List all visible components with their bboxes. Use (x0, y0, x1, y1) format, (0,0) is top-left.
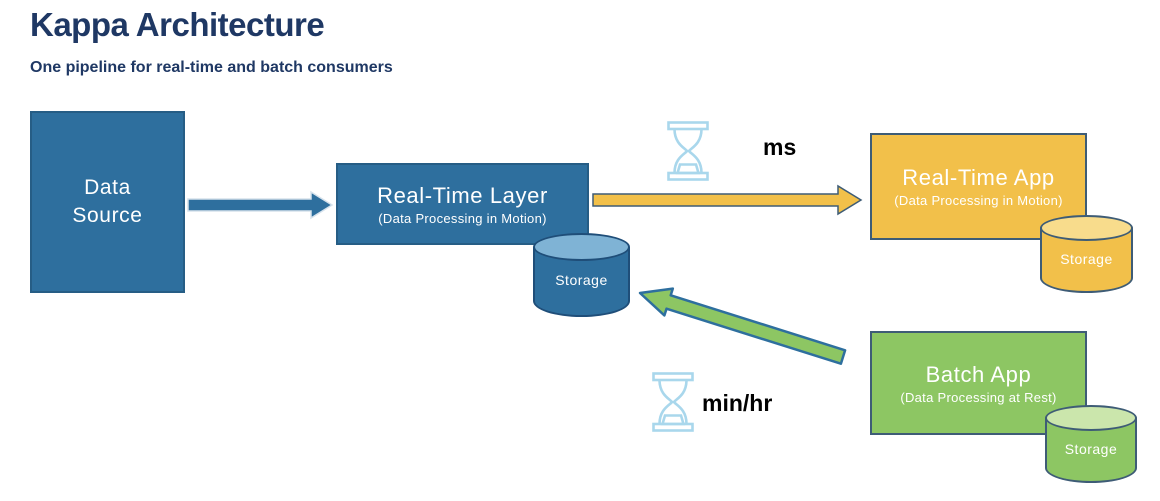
node-label-line1: Data (84, 175, 131, 199)
node-sublabel: (Data Processing in Motion) (378, 210, 547, 226)
page-title: Kappa Architecture (30, 6, 325, 43)
arrow-source-to-realtime (187, 190, 334, 220)
cylinder-top (1040, 215, 1133, 241)
node-real-time-layer: Real-Time Layer (Data Processing in Moti… (336, 163, 589, 245)
node-data-source: Data Source (30, 111, 185, 293)
node-sublabel: (Data Processing in Motion) (894, 193, 1063, 208)
arrow-realtime-to-app (592, 184, 863, 216)
storage-cylinder-real-time-layer: Storage (533, 233, 630, 317)
hourglass-icon (652, 372, 694, 432)
storage-label: Storage (555, 272, 608, 288)
node-label: Batch App (925, 361, 1032, 387)
storage-cylinder-real-time-app: Storage (1040, 215, 1133, 293)
storage-cylinder-batch-app: Storage (1045, 405, 1137, 483)
arrow-batch-to-storage (638, 287, 847, 365)
node-label-line2: Source (72, 204, 143, 227)
cylinder-top (1045, 405, 1137, 431)
storage-label: Storage (1064, 441, 1118, 457)
node-sublabel: (Data Processing at Rest) (900, 389, 1057, 405)
latency-label-ms: ms (763, 134, 797, 160)
node-label: Real-Time Layer (377, 182, 548, 208)
cylinder-top (533, 233, 630, 261)
node-label: Data Source (72, 174, 142, 231)
node-label: Real-Time App (902, 165, 1055, 190)
hourglass-icon (667, 121, 709, 181)
storage-label: Storage (1060, 251, 1113, 267)
page-subtitle: One pipeline for real-time and batch con… (30, 59, 393, 76)
cylinder-body (1040, 228, 1133, 293)
latency-label-min-hr: min/hr (702, 390, 773, 416)
